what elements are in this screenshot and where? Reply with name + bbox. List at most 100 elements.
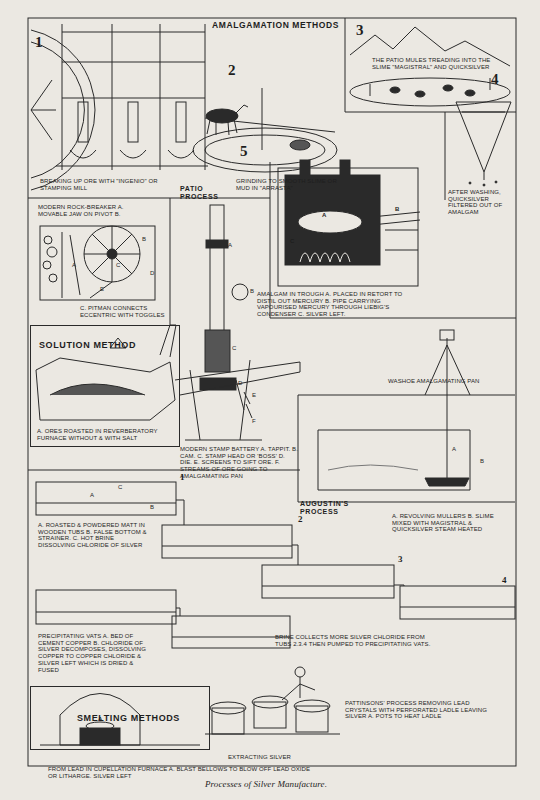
arrasta <box>193 88 337 172</box>
callout-number: 1 <box>35 34 43 51</box>
pattinson-pots <box>295 667 305 677</box>
callout-number: 1 <box>180 472 185 482</box>
rock-breaker <box>40 226 155 300</box>
retort-furnace <box>278 168 418 286</box>
augustin-tubs <box>36 503 176 504</box>
cupellation-furnace <box>40 745 200 746</box>
part-letter: B <box>250 288 254 295</box>
note-text: C. PITMAN CONNECTS ECCENTRIC WITH TOGGLE… <box>80 305 170 318</box>
part-letter: C <box>116 262 120 269</box>
part-letter: A <box>98 716 103 723</box>
augustin-tubs <box>400 586 515 619</box>
retort-furnace <box>285 175 380 265</box>
stamping-mill <box>31 24 208 190</box>
stamping-mill <box>62 98 205 99</box>
callout-number: 4 <box>502 575 507 585</box>
retort-furnace <box>300 160 310 175</box>
filter-funnel <box>484 172 485 180</box>
part-letter: C <box>118 484 122 491</box>
stamping-mill <box>70 150 194 158</box>
frame-lines <box>445 112 446 200</box>
patio <box>443 85 453 91</box>
note-text: THE PATIO MULES TREADING INTO THE SLIME … <box>372 57 500 70</box>
frame-lines <box>345 18 346 112</box>
frame-lines <box>270 318 516 319</box>
arrasta <box>193 128 337 172</box>
filter-funnel <box>495 181 497 183</box>
part-letter: E <box>100 286 104 293</box>
stamping-mill <box>160 24 161 170</box>
note-text: EXTRACTING SILVER <box>228 754 291 761</box>
rock-breaker <box>62 232 80 298</box>
diagram-title: AMALGAMATION METHODS <box>212 21 339 31</box>
stamp-battery <box>190 360 252 440</box>
part-letter: A <box>72 262 76 269</box>
frame-lines <box>28 198 270 199</box>
part-letter: D <box>150 270 154 277</box>
patio <box>350 27 510 106</box>
pattinson-pots <box>205 734 340 735</box>
cupellation-furnace <box>80 728 120 745</box>
stamping-mill <box>78 102 88 142</box>
solution-furnace <box>160 325 176 357</box>
arrasta <box>207 105 248 135</box>
augustin-tubs <box>262 565 394 598</box>
stamp-battery <box>210 205 224 335</box>
frame-lines <box>170 198 171 325</box>
panel-heading: SOLUTION METHOD <box>39 340 136 350</box>
stamping-mill <box>128 102 138 142</box>
rock-breaker <box>43 261 51 269</box>
part-letter: A <box>90 492 94 499</box>
pattinson-pots <box>282 677 315 700</box>
note-text: AMALGAM IN TROUGH A. PLACED IN RETORT TO… <box>257 291 412 318</box>
rock-breaker <box>40 226 155 300</box>
filter-funnel <box>469 182 471 184</box>
stamping-mill <box>31 110 52 140</box>
rock-breaker <box>49 274 57 282</box>
stamp-battery <box>232 284 248 300</box>
patio <box>415 91 425 97</box>
stamping-mill <box>62 62 205 63</box>
callout-number: 3 <box>398 554 403 564</box>
retort-furnace <box>385 230 418 231</box>
part-letter: B <box>480 458 484 465</box>
note-text: WASHOE AMALGAMATING PAN <box>388 378 480 385</box>
note-text: AFTER WASHING, QUICKSILVER FILTERED OUT … <box>448 189 516 216</box>
stamping-mill <box>176 102 186 142</box>
retort-furnace <box>362 212 420 226</box>
washoe-pan <box>447 338 448 480</box>
washoe-pan <box>440 330 454 340</box>
callout-number: 2 <box>228 62 236 79</box>
augustin-tubs <box>176 500 404 586</box>
cupellation-furnace <box>86 722 114 730</box>
pattinson-pots <box>254 702 286 728</box>
stamping-mill <box>62 24 63 170</box>
note-text: MODERN STAMP BATTERY A. TAPPIT. B. CAM. … <box>180 446 298 480</box>
part-letter: A <box>322 212 327 219</box>
rock-breaker <box>92 234 132 274</box>
filter-funnel <box>456 102 511 172</box>
section-heading: AUGUSTIN'S PROCESS <box>300 500 370 516</box>
pattinson-pots <box>205 667 340 734</box>
note-text: PRECIPITATING VATS A. BED OF CEMENT COPP… <box>38 633 153 673</box>
panel-heading: SMELTING METHODS <box>77 713 180 723</box>
note-text: GRINDING TO SMOOTH SLIME OR MUD IN "ARRA… <box>236 178 348 191</box>
washoe-pan <box>328 465 418 470</box>
part-letter: F <box>252 418 256 425</box>
washoe-pan <box>298 395 515 502</box>
frame-lines <box>28 18 516 766</box>
stamping-mill <box>31 110 56 111</box>
stamp-battery <box>185 440 262 441</box>
pattinson-pots <box>296 706 328 732</box>
retort-furnace <box>300 253 350 262</box>
stamp-battery <box>206 240 228 248</box>
part-letter: B <box>150 504 154 511</box>
augustin-tubs <box>36 482 176 515</box>
part-letter: C <box>232 345 236 352</box>
part-letter: A <box>228 242 232 249</box>
callout-number: 3 <box>356 22 364 39</box>
frame-lines <box>345 112 516 113</box>
section-heading: PATIO PROCESS <box>180 185 235 201</box>
